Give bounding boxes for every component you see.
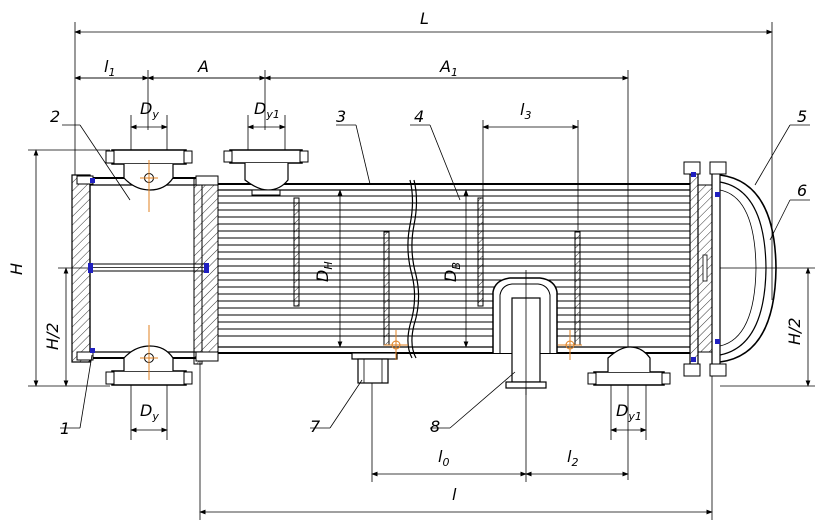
label-Dv: DB (441, 262, 463, 282)
baffles (293, 197, 581, 346)
label-H: H (7, 263, 26, 275)
label-H2-left: H/2 (43, 322, 62, 350)
internal-diameter-dims (337, 189, 469, 348)
label-l3: l3 (520, 100, 531, 122)
weld-markers (88, 172, 720, 362)
outlet-nozzle-bottom (105, 325, 193, 386)
shell-inlet-nozzle (223, 149, 309, 196)
label-A1: A1 (439, 57, 458, 79)
callout-5: 5 (797, 107, 807, 126)
shell-outlet-nozzle (587, 346, 671, 386)
callout-4: 4 (414, 107, 424, 126)
label-l2: l2 (567, 447, 578, 469)
dimension-lines-right (720, 267, 815, 387)
label-dy1-bottom: Dy1 (616, 401, 642, 423)
callout-leaders (60, 124, 810, 429)
callout-2: 2 (50, 107, 60, 126)
dimension-lines-bottom (130, 360, 713, 520)
callout-8: 8 (430, 417, 440, 436)
label-l0: l0 (438, 447, 449, 469)
label-dy1-top: Dy1 (254, 99, 280, 121)
dimension-labels: L l1 A A1 l3 Dy Dy1 Dy Dy1 H H/2 H/2 DH … (7, 9, 804, 504)
drain-fitting (351, 330, 408, 384)
sump-dome (492, 270, 582, 395)
label-l1: l1 (104, 57, 115, 79)
callout-7: 7 (310, 417, 321, 436)
dimension-lines-top (74, 22, 773, 480)
callout-numbers: 1 2 3 4 5 6 7 8 (50, 107, 807, 438)
label-H2-right: H/2 (785, 317, 804, 345)
label-dy-bottom-left: Dy (140, 401, 159, 423)
label-Dn: DH (313, 261, 335, 282)
callout-3: 3 (336, 107, 346, 126)
label-L: L (420, 9, 429, 28)
distribution-chamber (71, 174, 219, 365)
callout-1: 1 (60, 419, 70, 438)
floating-head (683, 161, 777, 377)
label-dy-top-left: Dy (140, 99, 159, 121)
inlet-nozzle-top (105, 149, 193, 212)
callout-6: 6 (797, 181, 807, 200)
label-A: A (197, 57, 209, 76)
label-l: l (452, 485, 457, 504)
